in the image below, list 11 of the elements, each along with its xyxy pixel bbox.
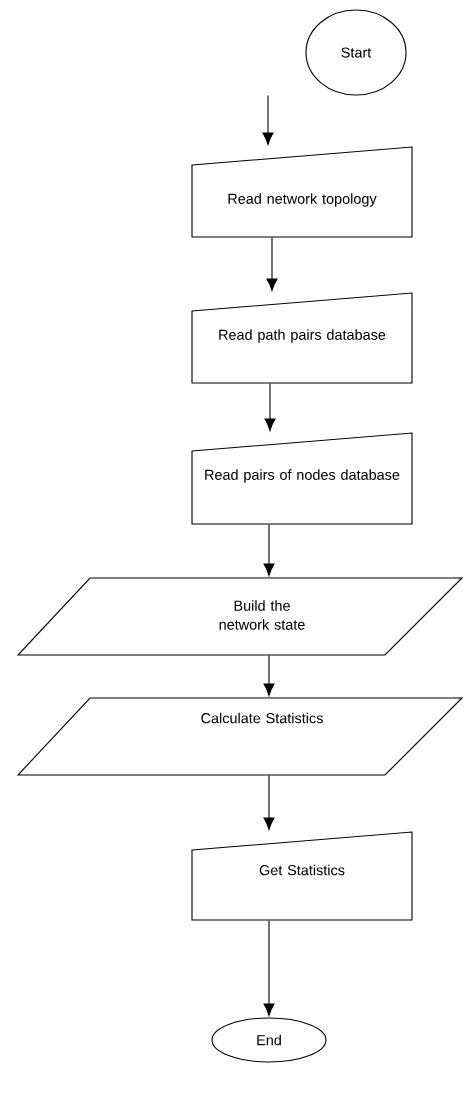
arrow bbox=[262, 95, 274, 145]
arrow bbox=[263, 775, 275, 830]
arrow bbox=[266, 237, 278, 291]
input-box: Get Statistics bbox=[191, 831, 413, 921]
arrow bbox=[264, 383, 276, 431]
input-box: Read pairs of nodes database bbox=[191, 432, 413, 525]
input-box: Read network topology bbox=[191, 146, 413, 238]
arrow bbox=[263, 655, 275, 696]
input-box: Read path pairs database bbox=[191, 292, 413, 384]
arrow bbox=[263, 524, 275, 576]
arrow bbox=[263, 920, 275, 1016]
